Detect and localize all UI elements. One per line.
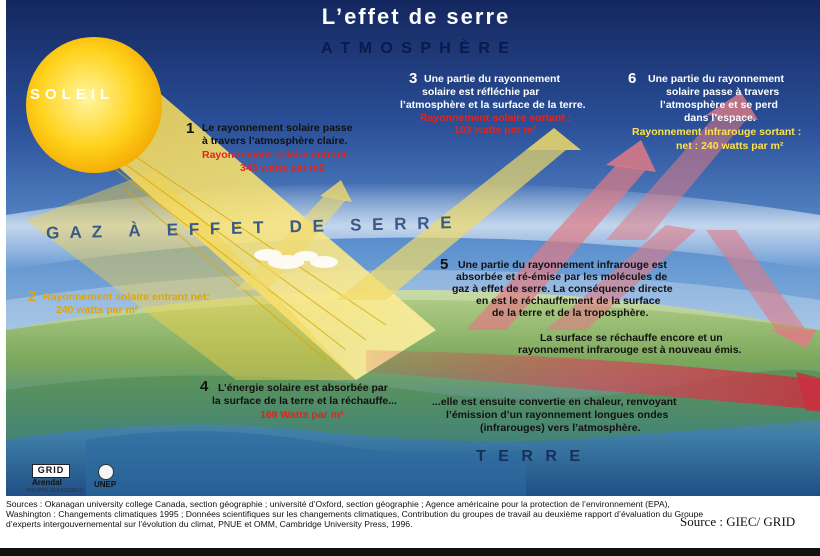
step4-number: 4 (200, 378, 209, 395)
step6-line1: Une partie du rayonnement (648, 73, 784, 85)
sources-line3: d’experts intergouvernemental sur l’évol… (6, 519, 413, 529)
infrared-arrowhead-3 (706, 92, 758, 120)
step2-line2: 240 watts par m² (56, 304, 139, 316)
land-mass (6, 369, 820, 442)
reflected-solar-beam-2 (236, 196, 346, 290)
page-title: L’effet de serre (321, 4, 511, 29)
step3-number: 3 (409, 70, 418, 87)
infrared-beam-2 (546, 225, 696, 330)
step6-line2: solaire passe à travers (666, 86, 780, 98)
infrared-escape-arrowhead (606, 140, 656, 172)
step5-line3: gaz à effet de serre. La conséquence dir… (452, 283, 673, 295)
sources-line2: Washington : Changements climatiques 199… (6, 509, 704, 519)
convert-note-line2: l’émission d’un rayonnement longues onde… (446, 409, 669, 421)
reflected-solar-arrowhead-2 (320, 180, 352, 202)
step5-number: 5 (440, 256, 449, 273)
infrared-return-beam (706, 230, 806, 330)
sun (26, 37, 162, 173)
convert-note-line1: ...elle est ensuite convertie en chaleur… (432, 396, 677, 408)
step2-line1: Rayonnement solaire entrant net: (43, 291, 210, 303)
step6-number: 6 (628, 70, 637, 87)
earth-label: T E R R E (476, 448, 585, 465)
step5-line2: absorbée et ré-émise par les molécules d… (456, 271, 668, 283)
net-solar-beam (26, 170, 356, 380)
infrared-escape-beam (466, 165, 646, 330)
step5-line4: en est le réchauffement de la surface (476, 295, 661, 307)
sources-footer: Sources : Okanagan university college Ca… (0, 496, 820, 556)
grid-logo: GRID (32, 464, 70, 478)
arendal-text: Arendal (32, 478, 62, 487)
step6-line4: dans l’espace. (684, 112, 756, 124)
step4-line2: la surface de la terre et la réchauffe..… (212, 395, 398, 407)
sources-line1: Sources : Okanagan university college Ca… (6, 499, 670, 509)
step5-line1: Une partie du rayonnement infrarouge est (458, 259, 667, 271)
step1-red2: 343 watts par m2 (240, 162, 325, 174)
incoming-solar-beam (66, 90, 436, 380)
bottom-rule (0, 548, 820, 556)
step3-line2: solaire est réfléchie par (422, 86, 540, 98)
step3-red2: 103 watts par m² (454, 124, 537, 136)
step3-red1: Rayonnement solaire sortant : (420, 112, 572, 124)
reflected-solar-arrowhead-1 (526, 128, 581, 150)
surface-heat-band (366, 350, 820, 410)
surface-note-line2: rayonnement infrarouge est à nouveau émi… (518, 344, 742, 356)
step6-line3: l’atmosphère et se perd (660, 99, 778, 111)
unep-emblem-icon (98, 464, 114, 480)
giec-source: Source : GIEC/ GRID (680, 514, 796, 529)
infrared-beam-3 (606, 115, 746, 240)
sun-label: SOLEIL (30, 86, 115, 103)
step2-number: 2 (28, 288, 37, 305)
step1-line2: à travers l’atmosphère claire. (202, 135, 348, 147)
unep-text: UNEP (94, 480, 117, 489)
diagram-background (6, 0, 820, 496)
step5-line5: de la terre et de la troposphère. (492, 307, 649, 319)
reflected-solar-beam-1 (336, 150, 566, 300)
surface-note-line1: La surface se réchauffe encore et un (540, 332, 723, 344)
grid-logo-text: GRID (37, 465, 65, 475)
convert-note-line3: (infrarouges) vers l’atmosphère. (480, 422, 641, 434)
step3-line3: l’atmosphère et la surface de la terre. (400, 99, 586, 111)
infrared-return-arrowhead (771, 330, 816, 348)
step1-line1: Le rayonnement solaire passe (202, 122, 353, 134)
step1-number: 1 (186, 120, 195, 137)
clouds (254, 249, 338, 269)
step1-red1: Rayonnement solaire entrant : (202, 149, 354, 161)
greenhouse-diagram: L’effet de serre A T M O S P H È R E SOL… (6, 0, 820, 496)
sea (86, 431, 526, 496)
solar-rays (95, 129, 387, 361)
author-credit: PHILIPPE REKACEWICZ (26, 488, 84, 494)
surface-heat-arrowhead (796, 372, 820, 412)
step3-line1: Une partie du rayonnement (424, 73, 560, 85)
step6-yellow1: Rayonnement infrarouge sortant : (632, 126, 802, 138)
step4-red1: 168 Watts par m² (260, 409, 344, 421)
step6-yellow2: net : 240 watts par m² (676, 140, 784, 152)
atmosphere-label: A T M O S P H È R E (320, 40, 512, 57)
step4-line1: L’énergie solaire est absorbée par (218, 382, 388, 394)
